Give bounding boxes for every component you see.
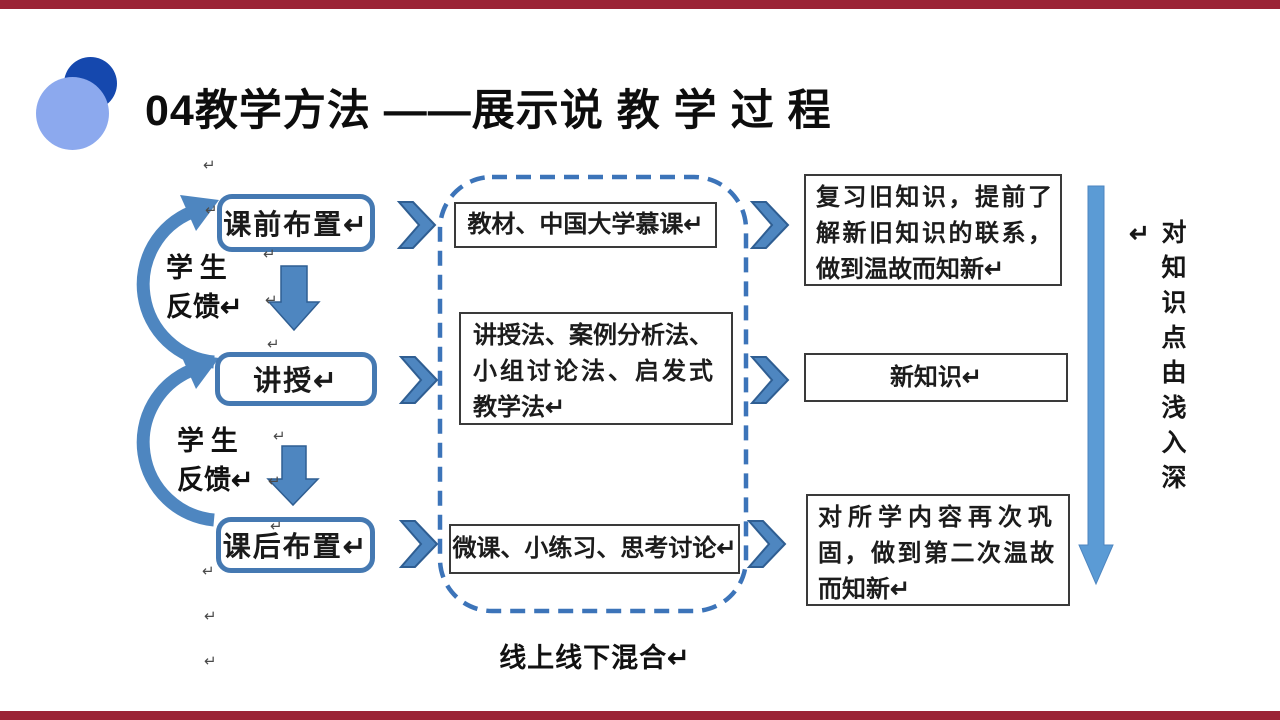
method-line-3: 教学法↵ [473,395,566,421]
slide-title: 04教学方法 ——展示说 教 学 过 程 [145,87,832,135]
method-box-materials: 教材、中国大学慕课↵ [454,202,717,248]
bottom-accent-bar [0,711,1280,720]
top-accent-bar [0,0,1280,9]
feedback-top-line1: 学 生 [166,253,227,283]
outcome3-line-1: 对所学内容再次巩 [818,505,1058,531]
feedback-top-line2: 反馈↵ [166,292,243,322]
chevron-arrow-icon-6 [746,520,787,568]
blended-learning-caption: 线上线下混合↵ [499,643,691,673]
outcome3-line-3: 而知新↵ [818,577,911,603]
outcome1-line-1: 复习旧知识，提前了 [816,185,1055,211]
chevron-arrow-icon-3 [398,520,439,568]
depth-arrow [1078,185,1114,586]
method-box-materials-text: 教材、中国大学慕课↵ [467,212,704,238]
feedback-loop-arrow-top [136,205,215,369]
return-mark: ↵ [203,156,216,174]
return-mark: ↵ [267,335,280,353]
feedback-bottom-line2: 反馈↵ [177,465,254,495]
method-line-2: 小组讨论法、启发式 [473,359,716,385]
return-mark: ↵ [204,607,217,625]
return-mark: ↵ [268,472,281,490]
outcome1-line-3: 做到温故而知新↵ [816,257,1005,283]
method-box-teaching-methods: 讲授法、案例分析法、 小组讨论法、启发式 教学法↵ [459,312,733,425]
down-arrow-icon-2 [266,445,320,507]
chevron-arrow-icon-1 [396,201,437,249]
depth-note: 对知识点由浅入深↵ [1125,219,1185,499]
return-mark: ↵ [265,291,278,309]
outcome-box-new-knowledge: 新知识↵ [804,353,1068,402]
outcome1-line-2: 解新旧知识的联系， [816,221,1055,247]
feedback-bottom-line1: 学 生 [177,426,238,456]
outcome3-line-2: 固，做到第二次温故 [818,541,1057,567]
return-mark: ↵ [273,427,286,445]
chevron-arrow-icon-4 [749,201,790,249]
feedback-label-top: 学 生 反馈↵ [166,249,243,327]
return-mark: ↵ [263,245,276,263]
method-line-1: 讲授法、案例分析法、 [473,323,713,349]
chevron-arrow-icon-5 [749,356,790,404]
return-mark: ↵ [205,201,218,219]
node-pre-class-label: 课前布置↵ [223,210,369,241]
chevron-connectors [396,201,790,568]
feedback-loop-arrowhead-bottom [180,353,219,389]
method-box-review: 微课、小练习、思考讨论↵ [449,524,740,574]
node-lecture: 讲授↵ [215,352,377,406]
return-mark: ↵ [270,517,283,535]
node-post-class-label: 课后布置↵ [222,532,369,563]
return-mark: ↵ [202,562,215,580]
node-lecture-label: 讲授↵ [253,366,339,397]
node-pre-class: 课前布置↵ [217,194,375,252]
outcome-box-consolidate: 对所学内容再次巩 固，做到第二次温故 而知新↵ [806,494,1070,606]
node-post-class: 课后布置↵ [216,517,375,573]
feedback-label-bottom: 学 生 反馈↵ [177,422,254,500]
dashed-online-offline-container [437,174,749,614]
method-box-review-text: 微课、小练习、思考讨论↵ [452,536,737,562]
return-mark: ↵ [204,652,217,670]
outcome2-text: 新知识↵ [889,364,983,391]
chevron-arrow-icon-2 [398,356,439,404]
down-arrow-icon-1 [267,265,321,332]
feedback-loop-arrow-bottom [136,363,215,527]
title-accent-circle-light [36,77,109,150]
feedback-loop-arrowhead-top [180,195,219,231]
outcome-box-old-knowledge: 复习旧知识，提前了 解新旧知识的联系， 做到温故而知新↵ [804,174,1062,286]
